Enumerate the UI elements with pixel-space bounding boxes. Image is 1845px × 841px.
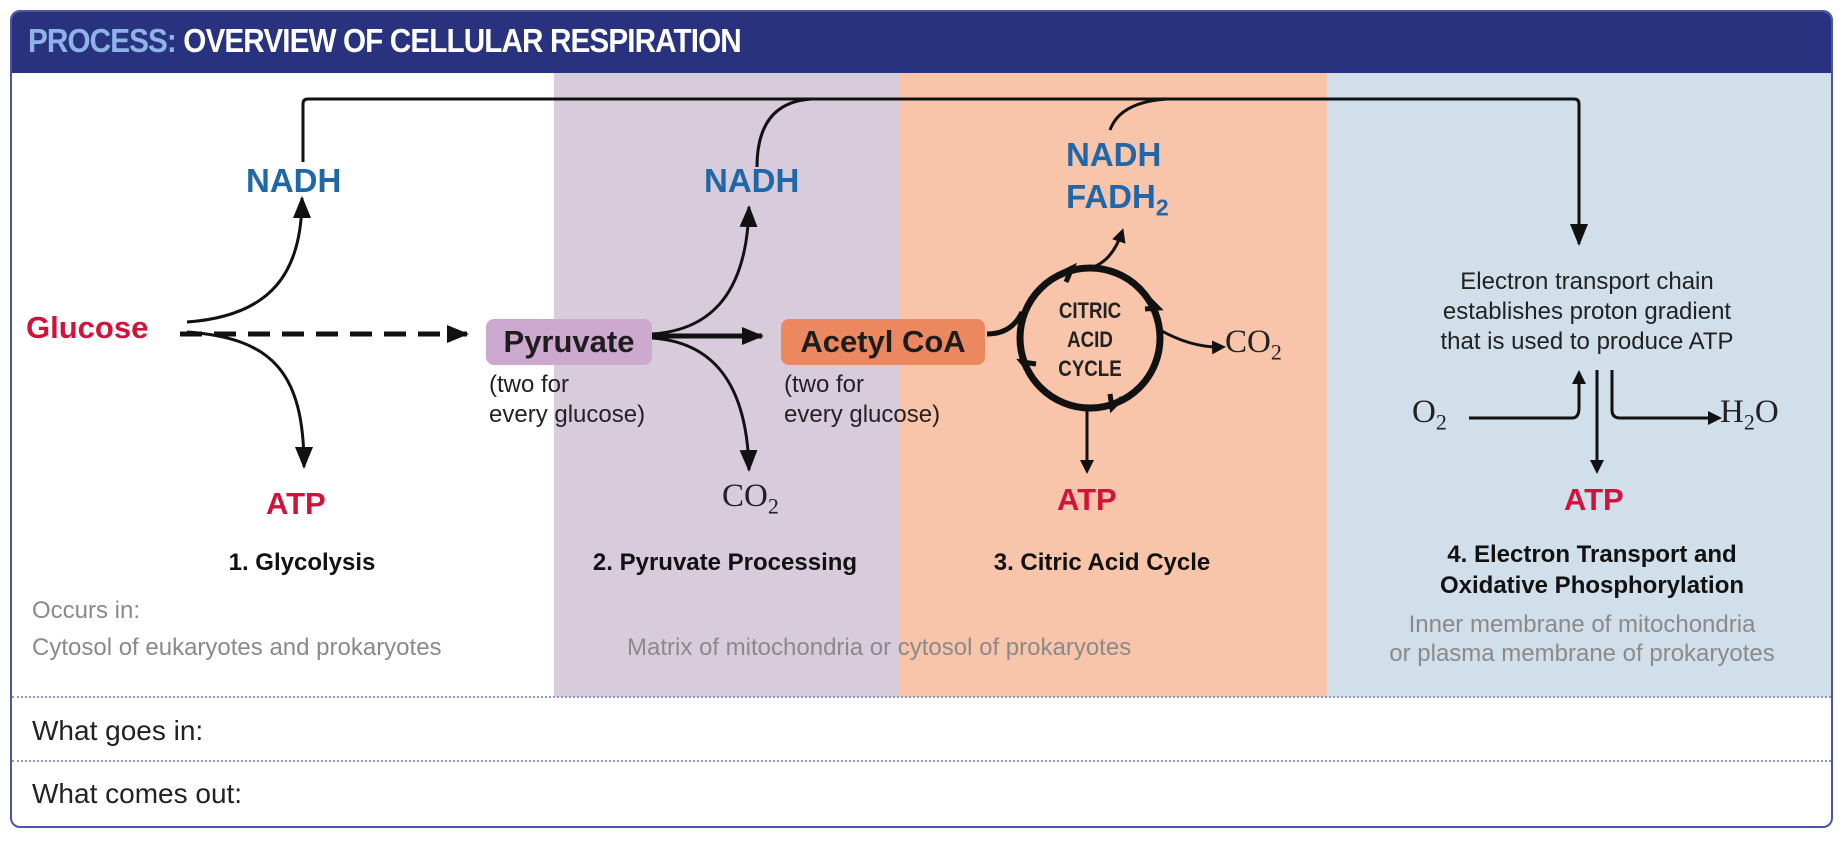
acetyl-note: (two for every glucose) (784, 370, 940, 430)
glycolysis-atp-label: ATP (266, 486, 326, 521)
pyruvate-box: Pyruvate (486, 319, 652, 365)
title-text: OVERVIEW OF CELLULAR RESPIRATION (175, 22, 741, 59)
pyruvate-nadh-label: NADH (704, 162, 800, 199)
citric-acid-cycle-zone (899, 73, 1327, 697)
acetyl-note-line2: every glucose) (784, 401, 941, 428)
diagram-frame: PROCESS: OVERVIEW OF CELLULAR RESPIRATIO… (10, 10, 1833, 828)
electron-carrier-line (301, 97, 1588, 246)
h2o-label: H2O (1720, 394, 1779, 435)
cycle-to-co2-arrow (1159, 328, 1226, 355)
location-matrix: Matrix of mitochondria or cytosol of pro… (627, 634, 1132, 661)
etc-description: Electron transport chain establishes pro… (1387, 267, 1787, 357)
citric-atp-label: ATP (1057, 482, 1117, 517)
divider-top (12, 696, 1831, 698)
title-bar: PROCESS: OVERVIEW OF CELLULAR RESPIRATIO… (12, 12, 1831, 73)
location-inner-membrane-line2: or plasma membrane of prokaryotes (1389, 640, 1775, 667)
etc-description-line1: Electron transport chain (1460, 268, 1714, 295)
citric-cycle-line3: CYCLE (1058, 356, 1122, 381)
chain-to-h2o-arrow (1610, 370, 1722, 425)
citric-cycle-line2: ACID (1067, 327, 1113, 352)
etc-atp-label: ATP (1564, 482, 1624, 517)
what-comes-out-label: What comes out: (32, 778, 243, 809)
stage-electron-transport-line1: 4. Electron Transport and (1447, 541, 1737, 568)
pyruvate-note-line2: every glucose) (489, 401, 646, 428)
citric-nadh-link (1108, 97, 1168, 131)
citric-fadh2-label: FADH2 (1066, 178, 1169, 221)
title-prefix: PROCESS: (28, 22, 177, 59)
o2-label: O2 (1412, 394, 1447, 435)
pyruvate-co2-label: CO2 (722, 478, 779, 519)
location-cytosol: Cytosol of eukaryotes and prokaryotes (32, 634, 442, 661)
citric-cycle-line1: CITRIC (1058, 298, 1122, 323)
stage-pyruvate-processing: 2. Pyruvate Processing (592, 549, 858, 576)
acetyl-to-cycle-arrow (986, 310, 1025, 337)
stage-electron-transport: 4. Electron Transport and Oxidative Phos… (1382, 539, 1802, 601)
divider-middle (12, 760, 1831, 762)
citric-co2-label: CO2 (1225, 324, 1282, 365)
stage-glycolysis: 1. Glycolysis (228, 549, 376, 576)
pyruvate-note-line1: (two for (489, 371, 570, 398)
pyruvate-note: (two for every glucose) (489, 370, 645, 430)
glucose-to-nadh-arrow (186, 196, 311, 324)
pyruvate-to-nadh-arrow (651, 205, 758, 336)
flow-arrows (180, 97, 1722, 474)
pyruvate-to-co2-arrow (651, 336, 758, 472)
pyruvate-nadh-link (755, 97, 813, 168)
acetyl-note-line1: (two for (784, 371, 865, 398)
what-goes-in-label: What goes in: (32, 715, 204, 746)
pyruvate-processing-zone (554, 73, 899, 697)
stage-citric-acid-cycle: 3. Citric Acid Cycle (993, 549, 1211, 576)
citric-cycle-label: CITRIC ACID CYCLE (1041, 296, 1140, 383)
glycolysis-nadh-label: NADH (246, 162, 342, 199)
cycle-to-nadh-arrow (1089, 228, 1126, 270)
location-inner-membrane: Inner membrane of mitochondria or plasma… (1357, 610, 1807, 668)
glucose-to-atp-arrow (186, 330, 313, 469)
glucose-label: Glucose (26, 310, 149, 345)
occurs-in-label: Occurs in: (32, 597, 141, 624)
etc-description-line3: that is used to produce ATP (1440, 328, 1734, 355)
location-inner-membrane-line1: Inner membrane of mitochondria (1408, 611, 1756, 638)
o2-to-chain-arrow (1469, 370, 1586, 420)
etc-description-line2: establishes proton gradient (1442, 298, 1732, 325)
citric-nadh-label: NADH (1066, 136, 1162, 173)
diagram-title: PROCESS: OVERVIEW OF CELLULAR RESPIRATIO… (28, 22, 742, 60)
acetyl-coa-box: Acetyl CoA (781, 319, 985, 365)
stage-electron-transport-line2: Oxidative Phosphorylation (1439, 572, 1745, 599)
